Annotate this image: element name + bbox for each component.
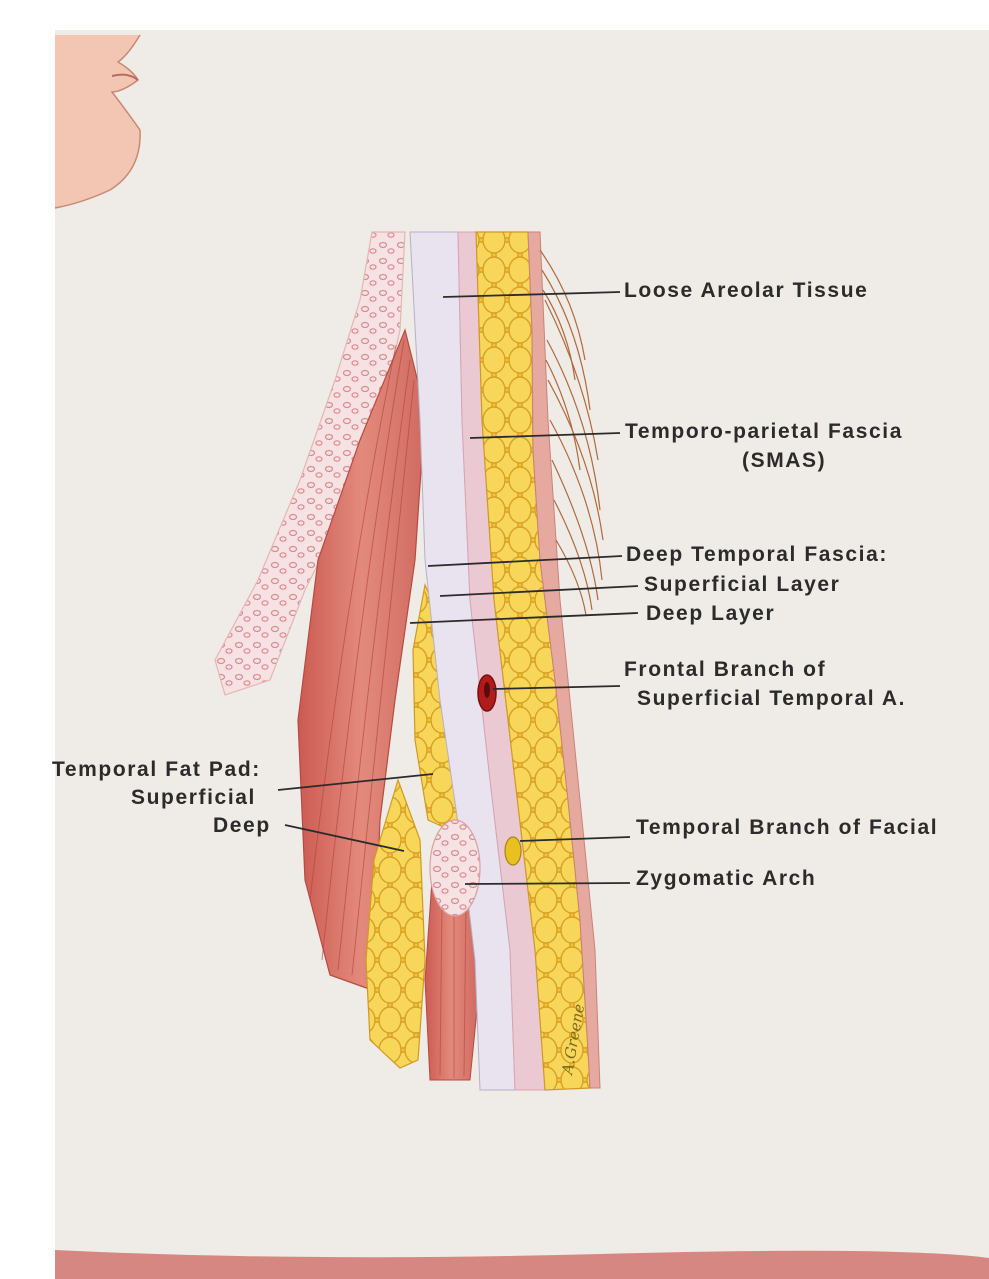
label-loose-areolar-tissue: Loose Areolar Tissue [624,280,868,301]
label-deep-layer: Deep Layer [646,603,775,624]
label-fat-pad-superficial: Superficial [131,787,256,808]
label-fat-pad-deep: Deep [213,815,271,836]
label-temporoparietal-fascia: Temporo-parietal Fascia [625,421,903,442]
label-zygomatic-arch: Zygomatic Arch [636,868,816,889]
label-superficial-temporal-artery: Superficial Temporal A. [637,688,906,709]
label-smas: (SMAS) [742,450,826,471]
label-frontal-branch: Frontal Branch of [624,659,826,680]
zygomatic-arch [430,820,480,916]
label-superficial-layer: Superficial Layer [644,574,840,595]
label-temporal-branch-facial: Temporal Branch of Facial [636,817,938,838]
label-deep-temporal-fascia: Deep Temporal Fascia: [626,544,888,565]
facial-nerve-branch [505,837,521,865]
label-temporal-fat-pad: Temporal Fat Pad: [52,759,261,780]
